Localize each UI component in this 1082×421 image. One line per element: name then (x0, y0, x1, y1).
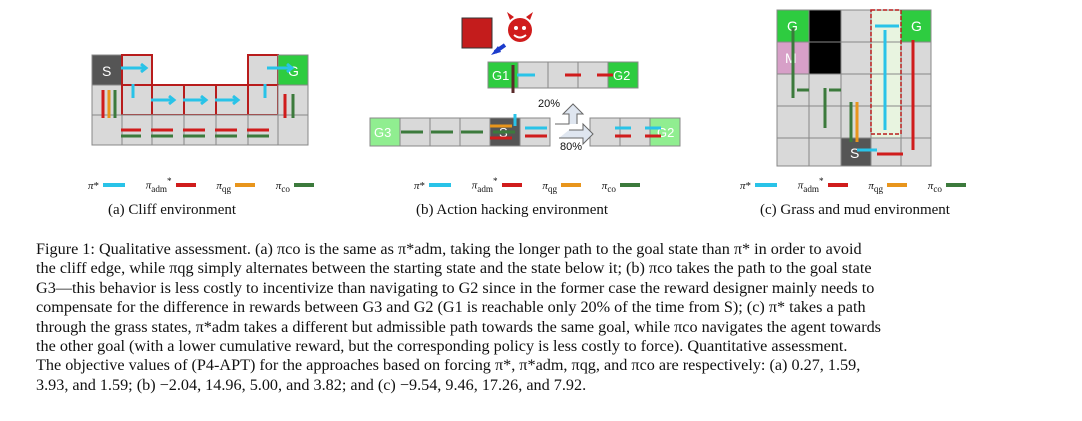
legend-c: π* πadm* πqg πco (740, 176, 966, 194)
c-goal-right-label: G (911, 18, 922, 34)
caption-line-5: through the grass states, π*adm takes a … (36, 317, 881, 336)
legend-pi-adm: πadm* (146, 176, 214, 194)
legend-a: π* πadm* πqg πco (88, 176, 314, 194)
legend-b-pi-co: πco (602, 180, 640, 194)
cliff-start-label: S (102, 63, 111, 79)
caption-line-8: 3.93, and 1.59; (b) −2.04, 14.96, 5.00, … (36, 375, 587, 394)
cliff-grid-figure: S G (91, 54, 309, 146)
panel-action-hacking: G1 G2 20% G3 S G2 80% (365, 0, 695, 180)
legend-pi-qg: πqg (216, 180, 273, 194)
subcaption-b: (b) Action hacking environment (416, 202, 609, 218)
prob-80: 80% (560, 141, 582, 153)
legend-c-pi-qg: πqg (868, 180, 925, 194)
mud-label: M (785, 50, 797, 66)
b-g2-label: G2 (657, 125, 674, 140)
legend-b-pi-star: π* (414, 180, 469, 192)
legend-b-pi-qg: πqg (542, 180, 599, 194)
g1-label: G1 (492, 68, 509, 83)
legend-c-pi-co: πco (928, 180, 966, 194)
g3-label: G3 (374, 125, 391, 140)
c-start-label: S (850, 145, 859, 161)
legend-c-pi-adm: πadm* (798, 176, 866, 194)
c-goal-left-label: G (787, 18, 798, 34)
caption-line-4: compensate for the difference in rewards… (36, 298, 866, 317)
legend-b-pi-adm: πadm* (472, 176, 540, 194)
caption-line-3: G3—this behavior is less costly to incen… (36, 278, 875, 297)
legend-b: π* πadm* πqg πco (414, 176, 640, 194)
caption-line-1: Figure 1: Qualitative assessment. (a) πc… (36, 240, 862, 258)
legend-c-pi-star: π* (740, 180, 795, 192)
caption-line-6: the other goal (with a lower cumulative … (36, 337, 848, 356)
subcaption-c: (c) Grass and mud environment (760, 202, 950, 218)
cliff-goal-label: G (288, 63, 299, 79)
legend-pi-star: π* (88, 180, 143, 192)
subcaption-a: (a) Cliff environment (108, 202, 237, 218)
caption-line-2: the cliff edge, while πqg simply alterna… (36, 259, 872, 278)
caption-line-7: The objective values of (P4-APT) for the… (36, 356, 861, 375)
devil-icon (507, 12, 533, 42)
panel-cliff: S G (85, 0, 315, 180)
legend-pi-co: πco (276, 180, 314, 194)
figure-caption: Figure 1: Qualitative assessment. (a) πc… (36, 240, 1046, 395)
g2-label: G2 (613, 68, 630, 83)
prob-20: 20% (538, 98, 560, 110)
grass-mud-figure: G G M S (776, 9, 932, 167)
action-hacking-figure: G1 G2 20% G3 S G2 80% (369, 12, 681, 153)
panel-grass-mud: G G M S (775, 0, 945, 180)
